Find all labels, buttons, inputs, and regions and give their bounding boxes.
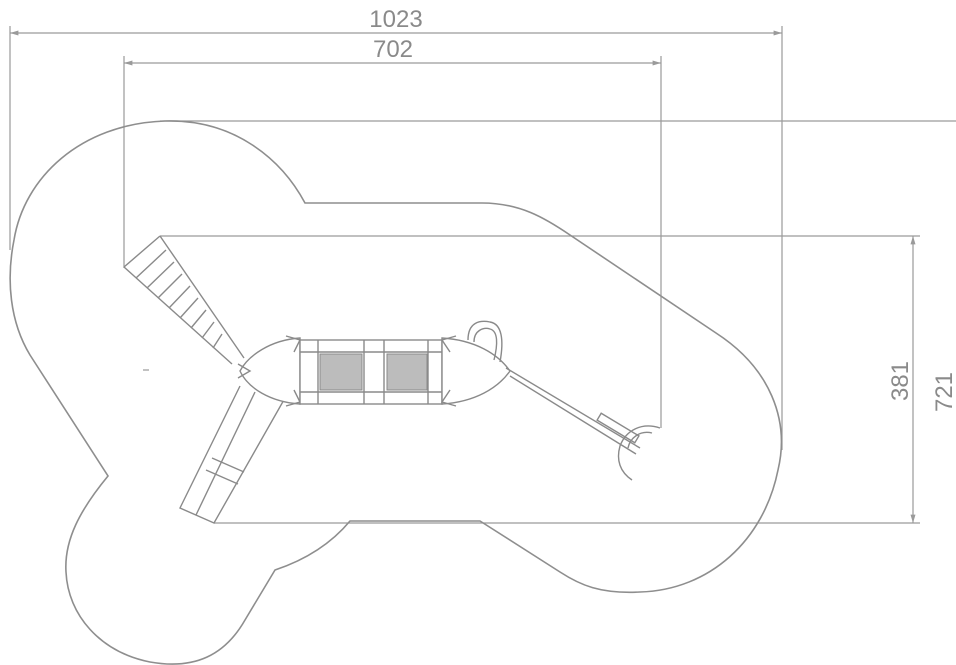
- ladder-rung: [168, 285, 191, 309]
- rope-tensioner: [596, 412, 640, 444]
- slide-outline: [179, 385, 286, 524]
- dimension-equipment-width: 702: [123, 36, 662, 428]
- slide-inner-rail: [195, 391, 256, 516]
- mesh-panel-right: [386, 353, 428, 391]
- right-platform-deck: [441, 337, 511, 405]
- left-platform-deck: [239, 337, 301, 405]
- mesh-panel-left: [319, 353, 363, 391]
- dimension-label-equipment-width: 702: [373, 36, 413, 63]
- rope-line: [509, 375, 637, 455]
- ladder-rung: [135, 249, 167, 279]
- dimension-label-overall-depth: 721: [931, 372, 956, 412]
- dimension-label-overall-width: 1023: [369, 6, 422, 33]
- climbing-ladder: [123, 235, 245, 365]
- rope-line: [505, 367, 641, 449]
- climbing-rope: [505, 367, 661, 481]
- dimension-overall-depth: 721: [160, 120, 956, 412]
- slide-section-line: [205, 469, 239, 485]
- rope-anchor-hook: [617, 425, 661, 481]
- right-platform-corner: [440, 389, 457, 407]
- bridge: [299, 339, 443, 405]
- ladder-rung: [179, 297, 199, 319]
- handle-loop-inner: [473, 327, 498, 361]
- ladder-rail-left: [123, 266, 233, 365]
- ladder-rung: [146, 261, 175, 289]
- right-platform-corner: [440, 335, 457, 353]
- ladder-rung: [201, 321, 215, 339]
- ladder-rung: [212, 333, 223, 349]
- safety-zone-outline: [9, 120, 783, 665]
- dimension-equipment-depth: 381: [160, 235, 920, 524]
- slide-section-line: [211, 457, 245, 473]
- ladder-rail-right: [159, 235, 245, 359]
- ladder-top-bar: [123, 235, 161, 268]
- left-platform-tip: [237, 363, 252, 379]
- dimension-label-equipment-depth: 381: [887, 361, 914, 401]
- rope-anchor-hook-inner: [627, 431, 653, 449]
- slide: [179, 385, 286, 524]
- ladder-rung: [157, 273, 183, 299]
- left-platform: [237, 335, 302, 407]
- dimension-overall-width: 1023: [9, 6, 783, 450]
- ladder-rung: [190, 309, 207, 329]
- handle-loop: [467, 320, 503, 363]
- right-platform: [440, 320, 511, 407]
